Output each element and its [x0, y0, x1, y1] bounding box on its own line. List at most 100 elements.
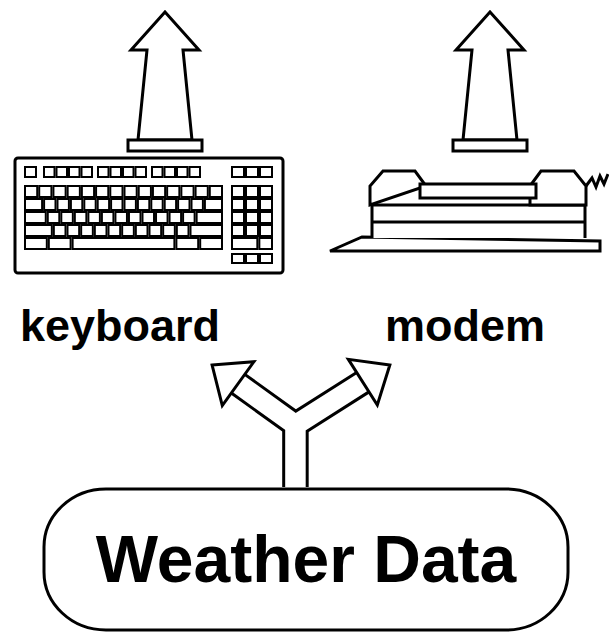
keyboard-key: [177, 167, 188, 177]
keyboard-key: [25, 212, 46, 223]
hollow-arrow-outline: [295, 382, 362, 487]
keyboard-key: [183, 212, 195, 223]
keyboard-key: [125, 199, 136, 210]
keyboard-key: [170, 212, 182, 223]
keyboard-key: [151, 199, 162, 210]
keyboard-key: [150, 225, 162, 236]
keyboard-outline: [15, 158, 283, 273]
keyboard-key: [123, 167, 134, 177]
keyboard-key: [260, 199, 272, 210]
keyboard-key: [232, 199, 244, 210]
keyboard-key: [25, 238, 47, 249]
hollow-arrow-fill: [238, 384, 295, 487]
keyboard-key: [165, 167, 176, 177]
device-node: modem: [330, 155, 602, 365]
keyboard-key: [98, 199, 109, 210]
node-label: modem: [385, 302, 545, 349]
keyboard-key: [81, 225, 93, 236]
keyboard-key: [246, 167, 258, 177]
keyboard-key: [111, 167, 122, 177]
keyboard-key: [163, 225, 175, 236]
keyboard-key: [39, 186, 51, 197]
keyboard-key: [197, 212, 222, 223]
up-arrow-base: [128, 140, 202, 151]
keyboard-key: [232, 186, 244, 197]
keyboard-key: [136, 225, 148, 236]
keyboard-key: [232, 238, 257, 249]
modem-body-line: [372, 221, 585, 224]
keyboard-key: [246, 212, 258, 223]
keyboard-key: [25, 199, 42, 210]
keyboard-key: [25, 167, 36, 177]
keyboard-key: [152, 167, 163, 177]
keyboard-key: [25, 186, 37, 197]
keyboard-key: [232, 167, 244, 177]
keyboard-key: [110, 186, 122, 197]
hollow-arrow-outline: [238, 384, 295, 487]
connector-outer-layer: [238, 382, 363, 487]
keyboard-key: [156, 212, 168, 223]
keyboard-key: [190, 167, 201, 177]
keyboard-key: [44, 199, 55, 210]
modem-body: [372, 205, 585, 238]
keyboard-key: [125, 186, 137, 197]
keyboard-key: [53, 186, 65, 197]
keyboard-key: [139, 186, 151, 197]
keyboard-key: [178, 199, 189, 210]
modem-base: [330, 237, 600, 251]
keyboard-key: [68, 186, 80, 197]
keyboard-key: [129, 212, 141, 223]
keyboard-key: [69, 167, 80, 177]
keyboard-key: [260, 167, 272, 177]
connector-inner-layer: [238, 382, 363, 487]
keyboard-key: [232, 212, 244, 223]
keyboard-key: [122, 225, 134, 236]
keyboard-key: [95, 225, 107, 236]
device-node: keyboard: [15, 155, 285, 365]
keyboard-key: [109, 225, 121, 236]
keyboard-key: [111, 199, 122, 210]
keyboard-key: [71, 199, 82, 210]
keyboard-key: [260, 225, 272, 236]
keyboard-key: [73, 238, 175, 249]
keyboard-key: [192, 199, 203, 210]
keyboard-key: [68, 225, 80, 236]
connector-head-layer: [212, 359, 390, 405]
modem-handset-handle: [420, 184, 536, 198]
keyboard-keys: [25, 167, 272, 263]
keyboard-key: [142, 212, 154, 223]
up-arrow: [453, 12, 527, 151]
keyboard-illustration: [15, 158, 283, 273]
keyboard-key: [98, 167, 109, 177]
modem-cord: [586, 174, 608, 187]
up-arrow-body: [131, 12, 199, 140]
node-label: Weather Data: [96, 525, 517, 594]
up-arrow-body: [456, 12, 524, 140]
blob-outline-shape: [44, 489, 568, 630]
keyboard-key: [259, 238, 272, 249]
keyboard-key: [138, 199, 149, 210]
up-arrow: [128, 12, 202, 151]
keyboard-key: [102, 212, 114, 223]
keyboard-key: [48, 212, 60, 223]
keyboard-key: [260, 254, 272, 263]
keyboard-key: [75, 212, 87, 223]
modem-illustration: [330, 171, 608, 251]
keyboard-key: [153, 186, 165, 197]
keyboard-key: [44, 167, 55, 177]
keyboard-key: [49, 238, 71, 249]
keyboard-key: [84, 199, 95, 210]
node-label: keyboard: [20, 302, 220, 349]
modem-handset-cup: [370, 171, 426, 205]
keyboard-key: [232, 225, 244, 236]
keyboard-key: [246, 199, 258, 210]
keyboard-key: [25, 225, 52, 236]
keyboard-key: [96, 186, 108, 197]
keyboard-key: [57, 167, 68, 177]
keyboard-key: [82, 186, 94, 197]
keyboard-key: [246, 254, 258, 263]
keyboard-key: [181, 186, 193, 197]
keyboard-key: [176, 238, 198, 249]
